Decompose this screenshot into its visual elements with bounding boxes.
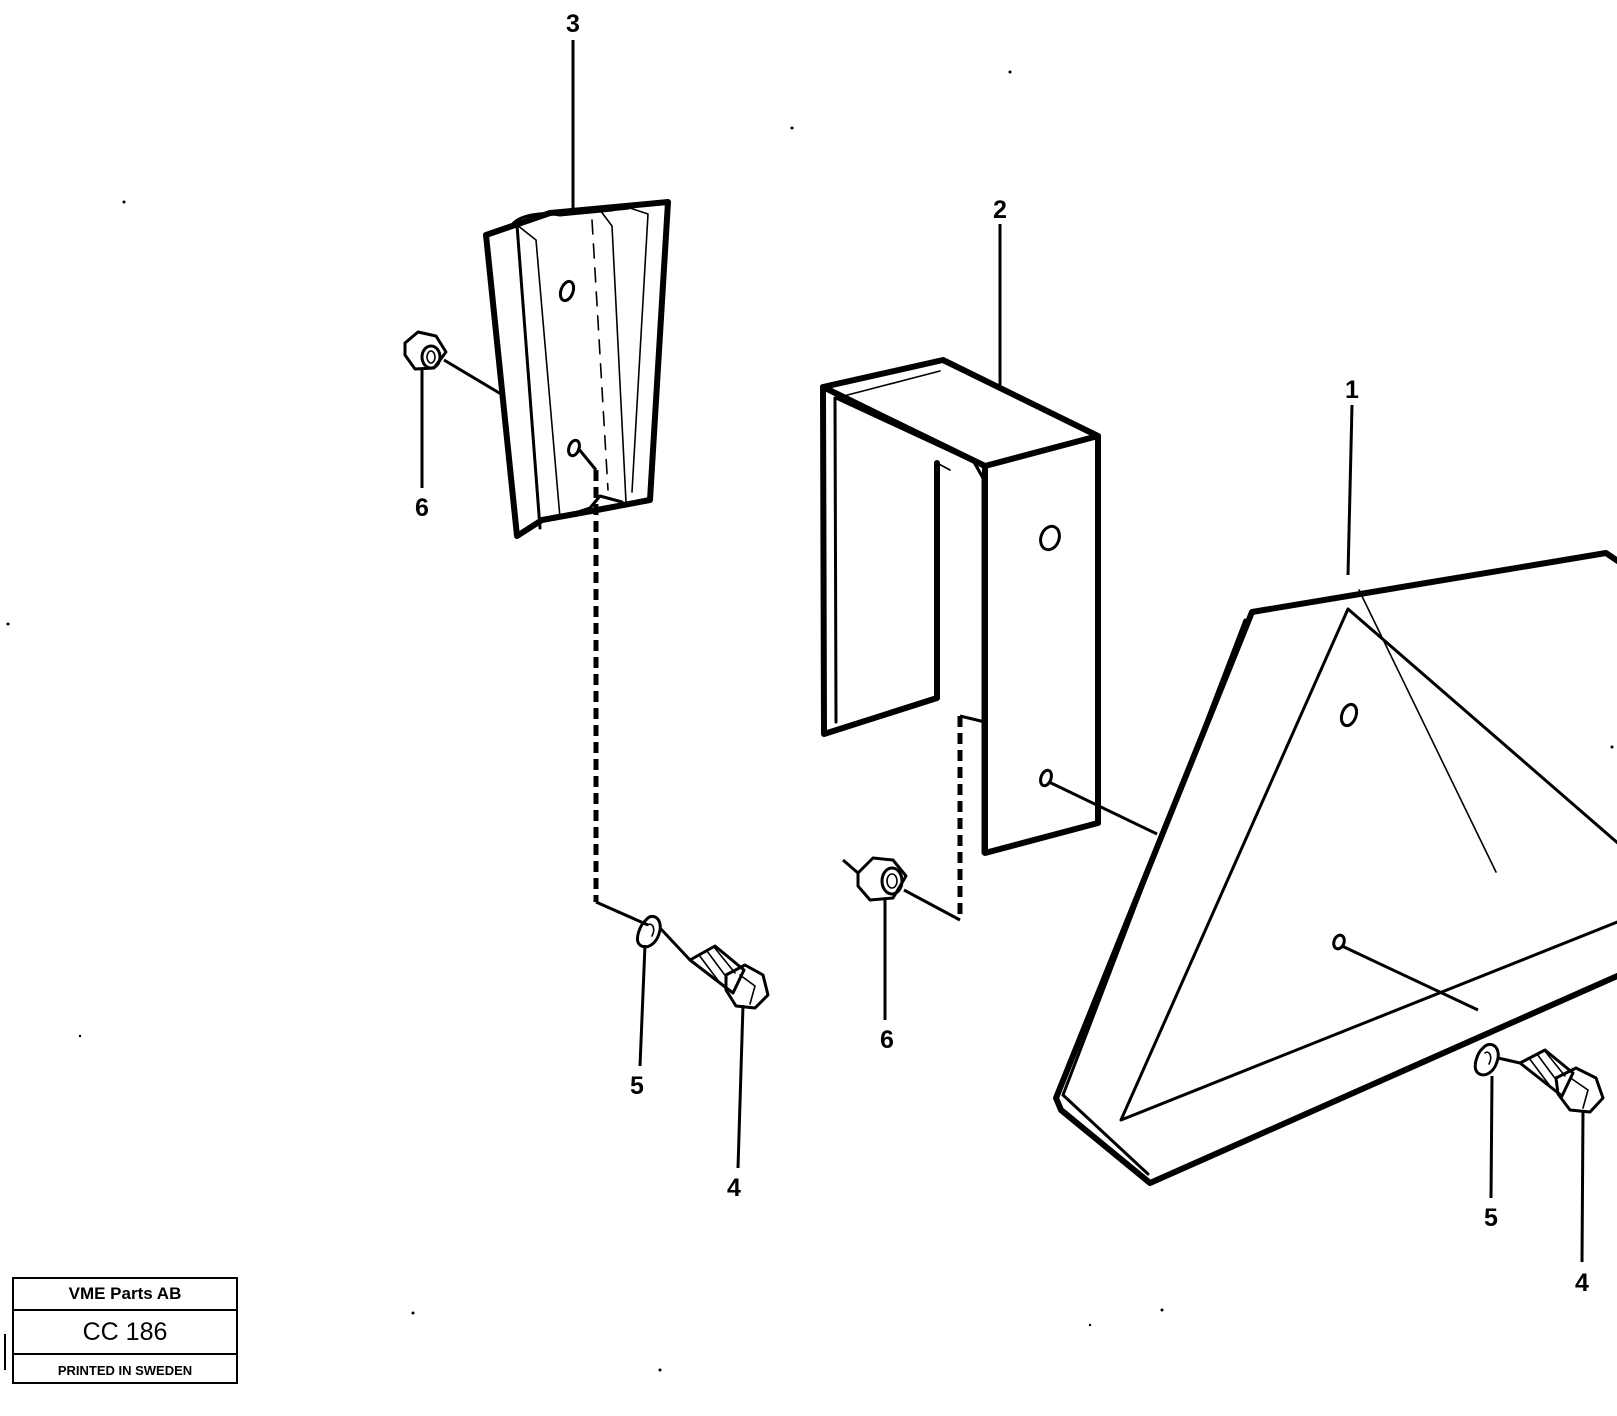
callout-5-right: 5 [1484, 1204, 1498, 1232]
lock-washer-part-5-left [636, 914, 662, 949]
u-bracket-part-2 [820, 357, 1101, 856]
callout-6-middle: 6 [880, 1026, 894, 1054]
callout-5-left: 5 [630, 1072, 644, 1100]
callout-1: 1 [1345, 376, 1359, 404]
callout-3: 3 [566, 10, 580, 38]
callout-leaders [420, 40, 1585, 1263]
title-block: VME Parts AB CC 186 PRINTED IN SWEDEN [12, 1277, 238, 1384]
hex-bolt-part-4-left [688, 944, 770, 1010]
hex-bolt-part-4-right [1518, 1048, 1605, 1114]
title-block-company: VME Parts AB [14, 1279, 236, 1311]
hex-nut-part-6-left [403, 330, 448, 371]
callout-numbers: 3 2 1 6 6 5 4 5 4 [415, 10, 1589, 1297]
scan-specks [6, 70, 1614, 1372]
assembly-lines [443, 358, 1521, 1065]
scan-edge-mark [4, 1334, 6, 1370]
callout-2: 2 [993, 196, 1007, 224]
callout-6-left: 6 [415, 494, 429, 522]
title-block-code: CC 186 [14, 1311, 236, 1355]
callout-4-left: 4 [727, 1174, 741, 1202]
callout-4-right: 4 [1575, 1269, 1589, 1297]
hex-nut-part-6-middle [856, 856, 908, 902]
lock-washer-part-5-right [1473, 1042, 1500, 1077]
title-block-printed: PRINTED IN SWEDEN [57, 1363, 193, 1378]
mounting-rail-part-3 [483, 199, 671, 539]
triangle-reflector-part-1 [1053, 550, 1617, 1186]
